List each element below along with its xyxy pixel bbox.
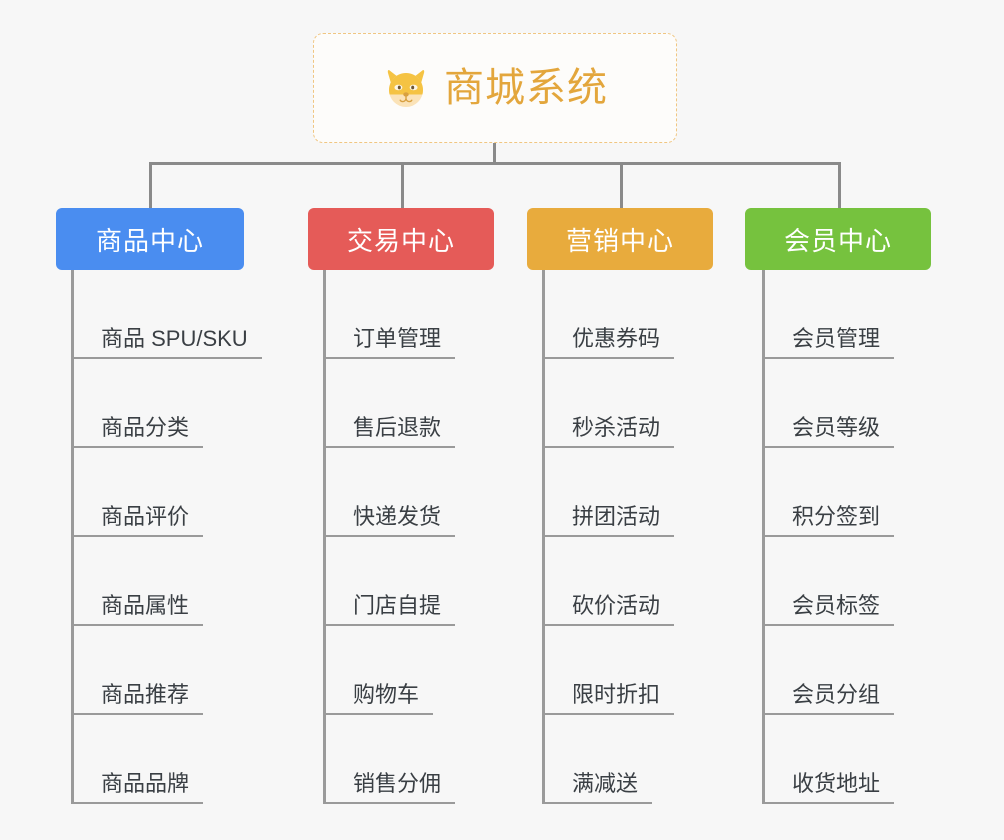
branch-header-4[interactable]: 会员中心 <box>745 208 931 270</box>
branch-header-label: 营销中心 <box>565 225 674 256</box>
connector-root-stem <box>493 143 496 165</box>
root-node[interactable]: 商城系统 <box>313 33 677 143</box>
leaf-item[interactable]: 秒杀活动 <box>542 359 675 448</box>
leaf-item-label: 优惠券码 <box>542 326 675 359</box>
leaf-item[interactable]: 会员分组 <box>762 626 895 715</box>
leaf-item[interactable]: 快递发货 <box>323 448 456 537</box>
leaf-item[interactable]: 商品 SPU/SKU <box>71 270 262 359</box>
leaf-item-label: 商品分类 <box>71 415 204 448</box>
connector-bus <box>149 162 841 165</box>
dog-face-icon <box>382 64 430 112</box>
root-title: 商城系统 <box>444 66 608 110</box>
branch-trunk-2 <box>323 270 326 804</box>
connector-drop-4 <box>838 162 841 208</box>
leaf-item-label: 商品 SPU/SKU <box>71 326 262 359</box>
connector-drop-2 <box>401 162 404 208</box>
leaf-item[interactable]: 砍价活动 <box>542 537 675 626</box>
branch-header-3[interactable]: 营销中心 <box>527 208 713 270</box>
leaf-item-label: 商品评价 <box>71 504 204 537</box>
leaf-item[interactable]: 会员管理 <box>762 270 895 359</box>
leaf-item-label: 快递发货 <box>323 504 456 537</box>
branch-header-label: 交易中心 <box>346 225 455 256</box>
leaf-item-label: 砍价活动 <box>542 593 675 626</box>
leaf-item[interactable]: 购物车 <box>323 626 434 715</box>
leaf-item[interactable]: 收货地址 <box>762 715 895 804</box>
leaf-item-label: 商品推荐 <box>71 682 204 715</box>
leaf-item-label: 商品品牌 <box>71 771 204 804</box>
leaf-item[interactable]: 满减送 <box>542 715 653 804</box>
leaf-item-label: 订单管理 <box>323 326 456 359</box>
leaf-item-label: 购物车 <box>323 682 434 715</box>
leaf-item[interactable]: 限时折扣 <box>542 626 675 715</box>
leaf-item-label: 会员分组 <box>762 682 895 715</box>
leaf-item[interactable]: 商品推荐 <box>71 626 204 715</box>
leaf-item[interactable]: 商品属性 <box>71 537 204 626</box>
branch-header-label: 商品中心 <box>95 225 204 256</box>
leaf-item[interactable]: 售后退款 <box>323 359 456 448</box>
branch-header-1[interactable]: 商品中心 <box>56 208 244 270</box>
leaf-item-label: 满减送 <box>542 771 653 804</box>
leaf-item-label: 收货地址 <box>762 771 895 804</box>
leaf-item-label: 会员等级 <box>762 415 895 448</box>
leaf-item[interactable]: 商品评价 <box>71 448 204 537</box>
leaf-item-label: 销售分佣 <box>323 771 456 804</box>
leaf-item-label: 商品属性 <box>71 593 204 626</box>
branch-header-label: 会员中心 <box>783 225 892 256</box>
leaf-item-label: 限时折扣 <box>542 682 675 715</box>
leaf-item[interactable]: 会员标签 <box>762 537 895 626</box>
leaf-item[interactable]: 门店自提 <box>323 537 456 626</box>
leaf-item[interactable]: 会员等级 <box>762 359 895 448</box>
connector-drop-3 <box>620 162 623 208</box>
leaf-item[interactable]: 商品分类 <box>71 359 204 448</box>
branch-trunk-1 <box>71 270 74 804</box>
branch-header-2[interactable]: 交易中心 <box>308 208 494 270</box>
leaf-item-label: 售后退款 <box>323 415 456 448</box>
leaf-item-label: 拼团活动 <box>542 504 675 537</box>
leaf-item[interactable]: 积分签到 <box>762 448 895 537</box>
branch-trunk-4 <box>762 270 765 804</box>
leaf-item[interactable]: 商品品牌 <box>71 715 204 804</box>
leaf-item[interactable]: 拼团活动 <box>542 448 675 537</box>
leaf-item-label: 会员标签 <box>762 593 895 626</box>
leaf-item[interactable]: 订单管理 <box>323 270 456 359</box>
leaf-item[interactable]: 销售分佣 <box>323 715 456 804</box>
leaf-item-label: 门店自提 <box>323 593 456 626</box>
connector-drop-1 <box>149 162 152 208</box>
leaf-item-label: 秒杀活动 <box>542 415 675 448</box>
branch-trunk-3 <box>542 270 545 804</box>
leaf-item-label: 会员管理 <box>762 326 895 359</box>
leaf-item-label: 积分签到 <box>762 504 895 537</box>
leaf-item[interactable]: 优惠券码 <box>542 270 675 359</box>
